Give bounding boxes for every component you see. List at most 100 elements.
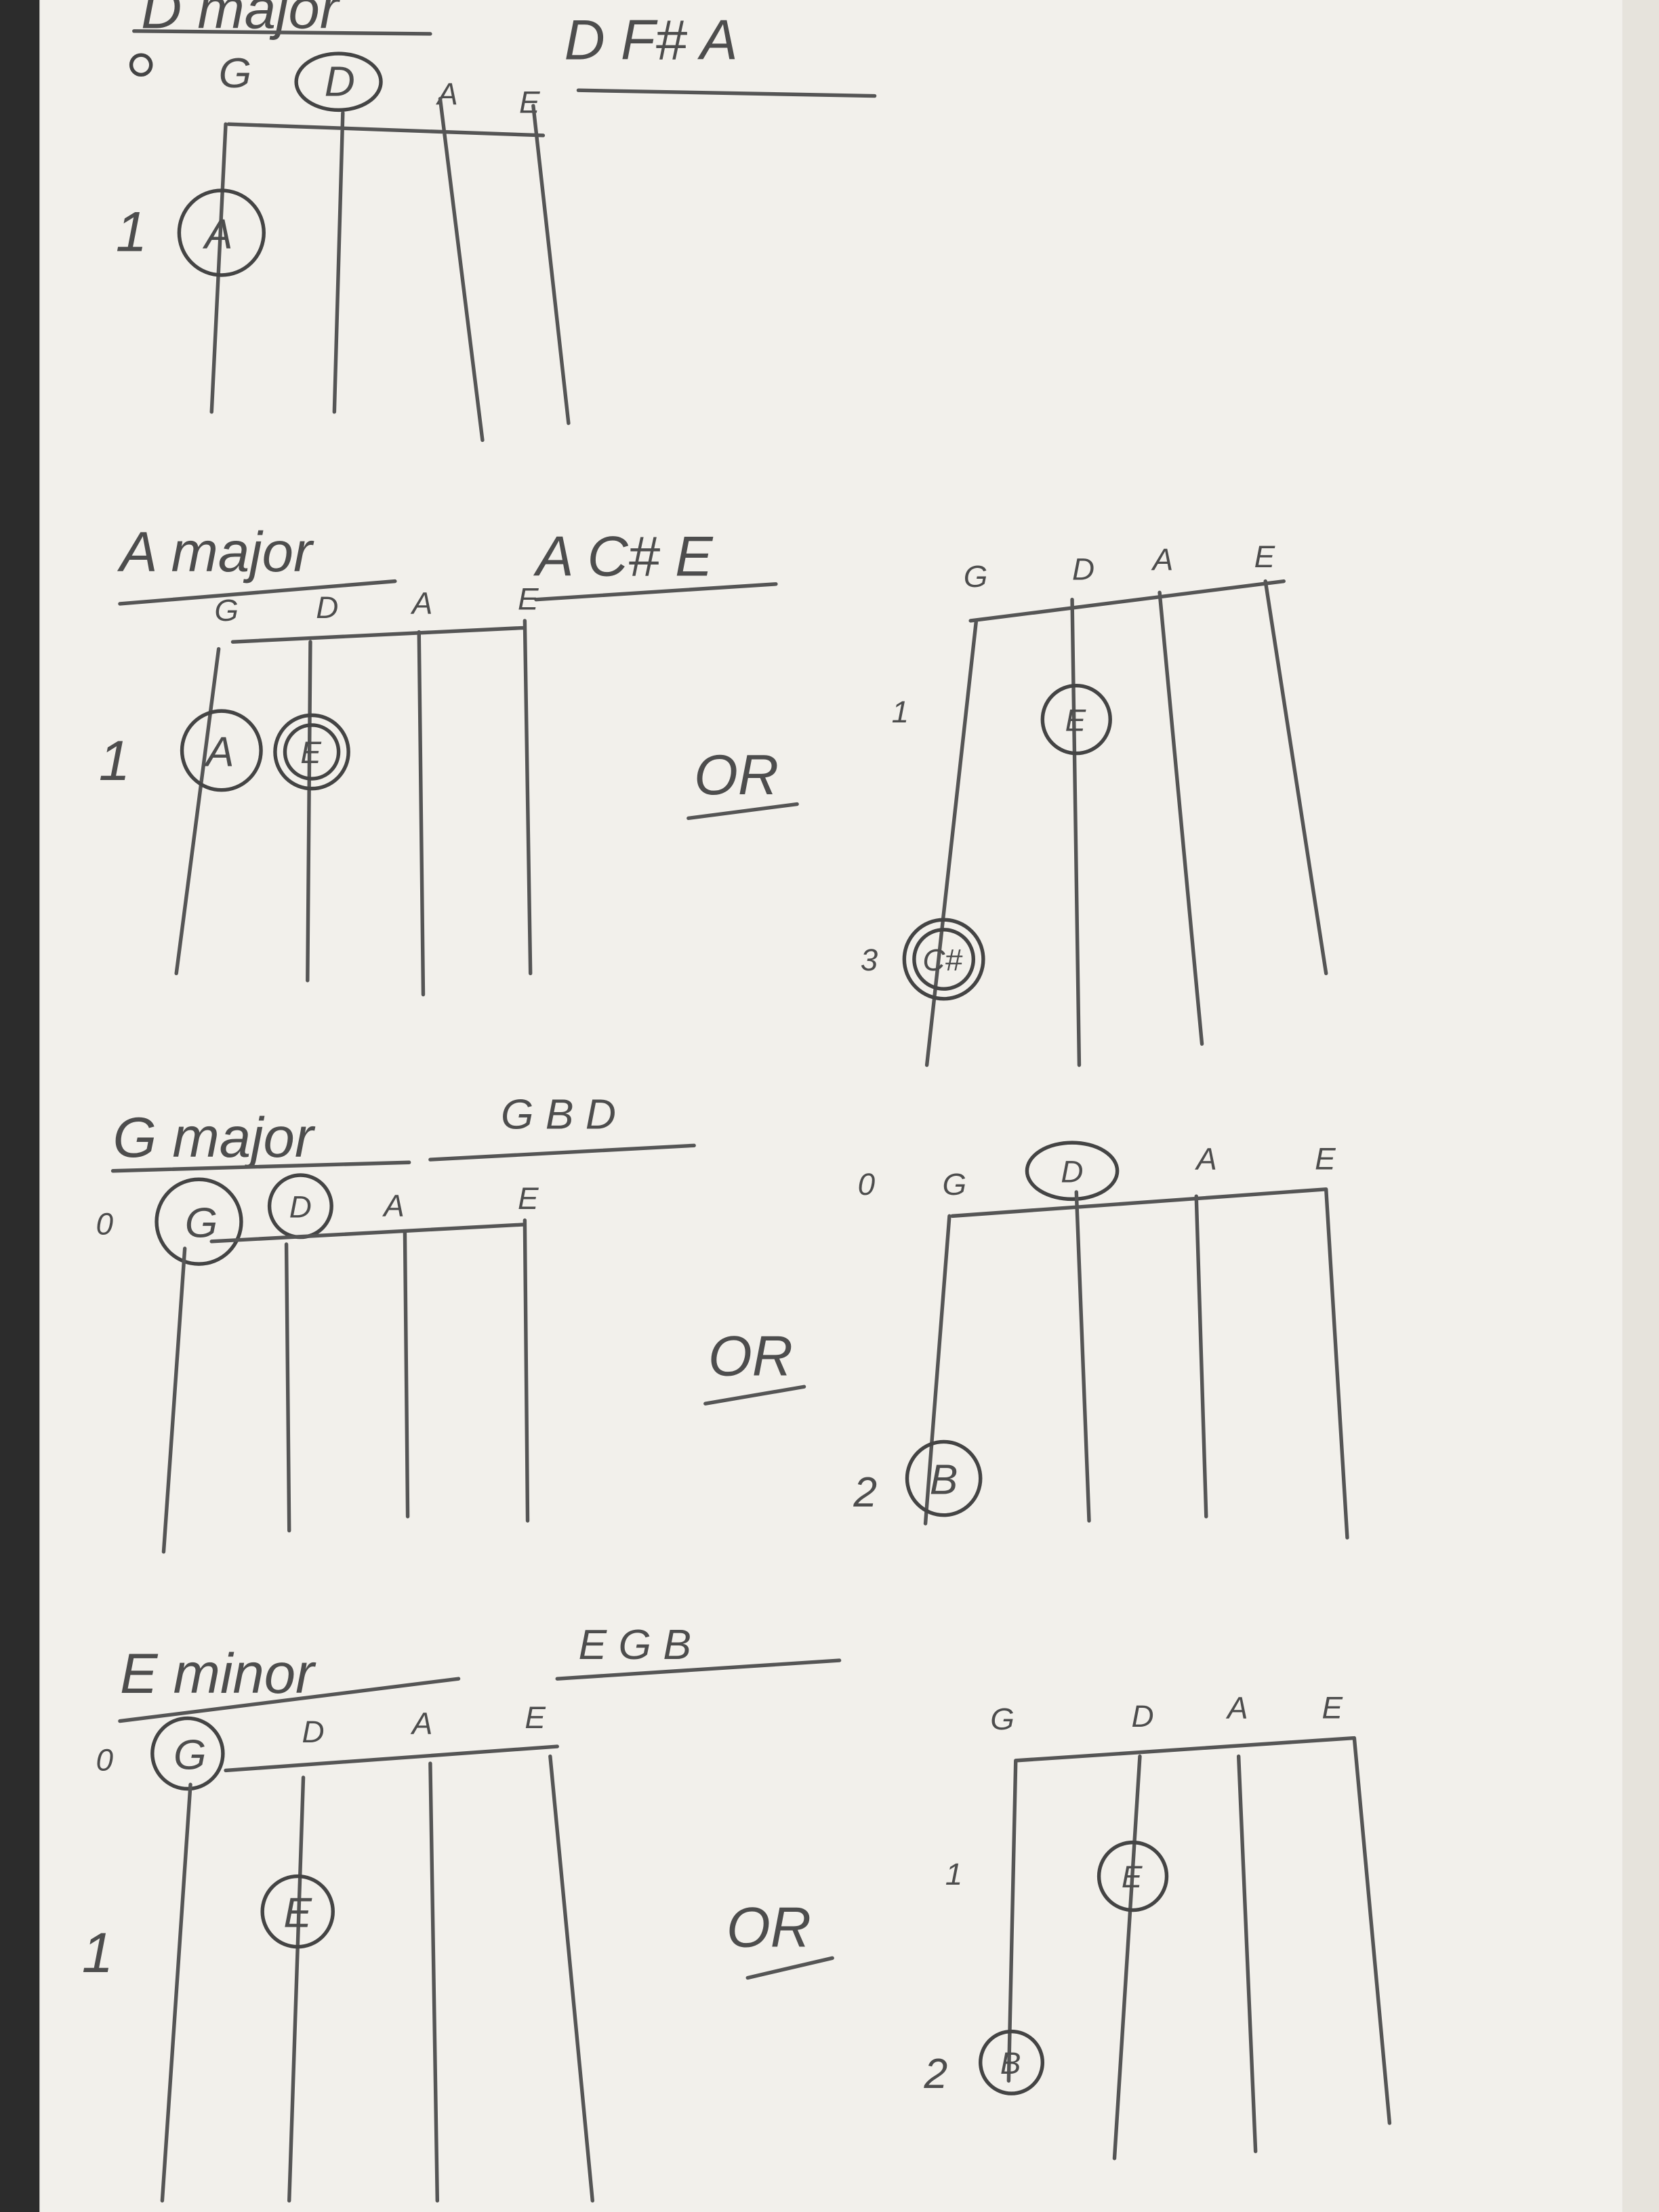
fret-label: 1 — [945, 1857, 962, 1891]
notes-underline — [534, 582, 778, 602]
chord-notes: D F# A — [565, 8, 738, 71]
open-marker: 0 — [858, 1167, 876, 1202]
fret-label: 1 — [892, 695, 909, 729]
background-edge — [0, 0, 40, 2212]
or-label: OR — [726, 1896, 811, 1959]
string-label: D — [289, 1189, 312, 1224]
finger-circle — [905, 1439, 983, 1517]
fret-label: 2 — [923, 2050, 947, 2097]
notes-underline — [555, 1658, 842, 1681]
title-underline — [132, 29, 432, 36]
fretboard-lines — [174, 619, 533, 997]
fret-label: 2 — [853, 1469, 877, 1516]
string-label: A — [435, 77, 458, 111]
chord-title: A major — [117, 520, 314, 583]
fretboard-lines — [160, 1744, 594, 2203]
finger-circle — [180, 709, 263, 792]
chord-g-major: G major G B D 0 G D A E OR 0 G D A E 2 B — [96, 1090, 1349, 1554]
chord-title: E minor — [120, 1642, 316, 1705]
circle-mark — [150, 1716, 225, 1791]
chord-notes: G B D — [501, 1090, 616, 1138]
string-label: D — [1061, 1154, 1083, 1189]
finger-note: E — [1122, 1860, 1143, 1894]
string-label: D — [316, 590, 338, 625]
finger-note: B — [930, 1456, 958, 1503]
fretboard-lines — [1006, 1736, 1392, 2160]
string-label: E — [525, 1700, 546, 1735]
string-label: A — [1151, 542, 1174, 577]
string-label: D — [325, 58, 355, 106]
string-label: A — [382, 1188, 405, 1223]
finger-circle-inner — [283, 723, 341, 781]
fretboard-lines — [161, 1218, 530, 1554]
chord-d-major: D major D F# A G D A E 1 A — [116, 0, 877, 443]
or-underline — [687, 802, 799, 821]
finger-circle — [979, 2029, 1045, 2095]
string-label: E — [519, 85, 540, 120]
title-underline — [118, 1677, 461, 1723]
finger-note: C# — [922, 943, 962, 977]
or-label: OR — [708, 1325, 793, 1388]
finger-note: E — [283, 1889, 312, 1937]
string-label: E — [518, 581, 539, 616]
open-marker: 0 — [96, 1206, 114, 1241]
fret-label: 1 — [116, 201, 147, 264]
fret-label: 3 — [861, 943, 878, 977]
open-marker: 0 — [96, 1742, 114, 1777]
finger-circle — [260, 1874, 335, 1949]
finger-note: B — [1000, 2046, 1021, 2081]
string-label: A — [1194, 1142, 1217, 1176]
string-label: E — [1315, 1142, 1336, 1176]
fretboard-lines — [924, 579, 1328, 1067]
title-underline — [118, 579, 397, 606]
string-label: D — [1131, 1699, 1153, 1734]
circle-mark — [294, 52, 383, 112]
paper-shadow — [1622, 0, 1659, 2212]
string-label: G — [185, 1200, 218, 1247]
open-marker-icon — [129, 53, 153, 77]
string-label: A — [410, 586, 433, 621]
string-label: E — [1254, 539, 1275, 574]
chord-notes: A C# E — [533, 525, 714, 588]
finger-circle — [1040, 683, 1112, 756]
finger-note: A — [203, 728, 234, 775]
string-label: D — [1072, 552, 1094, 587]
or-underline — [745, 1956, 834, 1980]
finger-note: E — [300, 735, 321, 770]
finger-circle — [273, 713, 350, 791]
circle-mark — [155, 1177, 243, 1266]
finger-note: A — [202, 210, 233, 258]
or-label: OR — [694, 743, 779, 806]
title-underline — [110, 1160, 411, 1173]
notes-underline — [428, 1143, 696, 1162]
chord-title: G major — [113, 1106, 316, 1169]
string-label: G — [214, 593, 239, 628]
chord-notes: E G B — [578, 1621, 691, 1668]
string-label: G — [173, 1731, 207, 1778]
string-label: A — [1225, 1690, 1248, 1725]
finger-circle — [1097, 1840, 1169, 1912]
finger-circle-inner — [912, 928, 976, 991]
fret-label: 1 — [82, 1921, 113, 1984]
finger-note: E — [1065, 703, 1086, 737]
fret-label: 1 — [99, 729, 130, 792]
string-label: E — [1322, 1690, 1343, 1725]
or-underline — [703, 1385, 806, 1406]
circle-mark — [1025, 1141, 1120, 1202]
fretboard-lines — [923, 1187, 1349, 1540]
finger-circle — [177, 188, 266, 277]
string-label: G — [964, 559, 988, 594]
string-label: G — [943, 1167, 967, 1202]
notes-underline — [576, 88, 877, 98]
fretboard-lines — [209, 97, 571, 443]
string-label: E — [518, 1181, 539, 1216]
string-label: G — [990, 1702, 1015, 1736]
chord-e-minor: E minor E G B 0 G D A E 1 E OR G D A E 1… — [82, 1621, 1392, 2203]
string-label: A — [410, 1706, 433, 1740]
finger-circle — [902, 918, 985, 1001]
chord-a-major: A major A C# E G D A E 1 A E OR G D A E … — [99, 520, 1328, 1067]
string-label: D — [302, 1715, 324, 1749]
